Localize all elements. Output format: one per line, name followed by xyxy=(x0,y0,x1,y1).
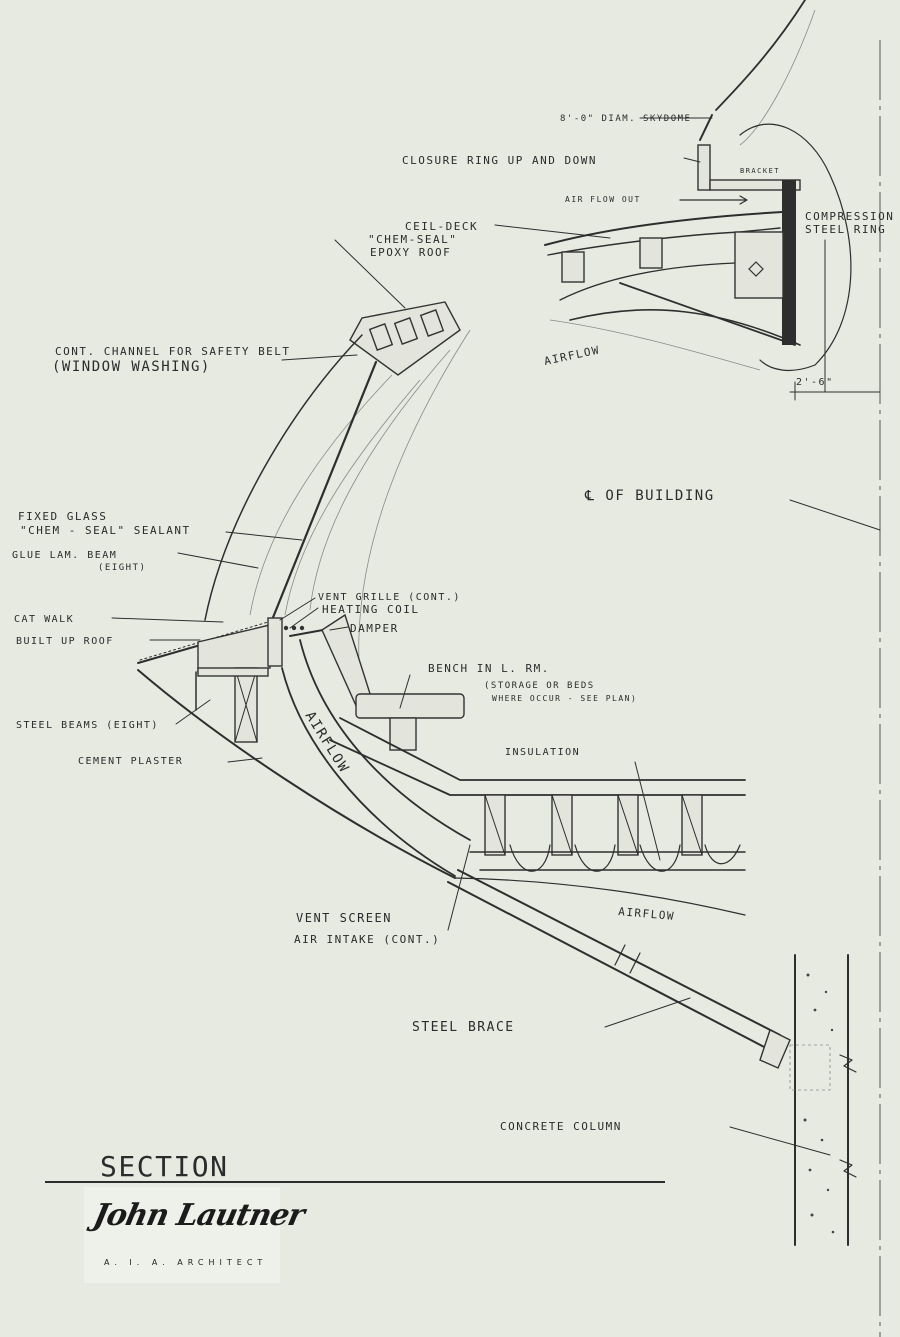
label-fixed-glass-1: FIXED GLASS xyxy=(18,510,107,523)
label-steel-brace: STEEL BRACE xyxy=(412,1020,515,1035)
label-ceil-deck: CEIL-DECK xyxy=(405,220,478,233)
label-built-up-roof: BUILT UP ROOF xyxy=(16,636,114,647)
heating-coil-dot-2 xyxy=(291,625,297,631)
duct-outer xyxy=(281,667,456,877)
label-channel-2: (WINDOW WASHING) xyxy=(52,359,211,375)
label-chem-seal-1: "CHEM-SEAL" xyxy=(368,233,457,246)
joist-3-x xyxy=(617,794,639,856)
label-steel-beams: STEEL BEAMS (EIGHT) xyxy=(16,720,159,731)
closure-ring xyxy=(697,144,711,191)
label-bench-2: (STORAGE OR BEDS xyxy=(484,681,595,691)
ceil-deck-roof xyxy=(544,211,783,246)
label-bench-3: WHERE OCCUR - SEE PLAN) xyxy=(492,694,637,703)
skydome-glass xyxy=(699,114,713,141)
label-insulation: INSULATION xyxy=(505,747,580,758)
label-fixed-glass-2: "CHEM - SEAL" SEALANT xyxy=(20,524,191,537)
label-heating-coil: HEATING COIL xyxy=(322,603,419,616)
label-vent-grille: VENT GRILLE (CONT.) xyxy=(318,592,461,603)
upper-inner-curve xyxy=(569,309,801,346)
leader-lines xyxy=(111,117,881,1156)
upper-beam-block-2 xyxy=(639,237,663,269)
cat-walk xyxy=(197,624,271,673)
insulation-batts xyxy=(509,844,741,872)
glue-lam-beam-outer xyxy=(204,334,363,621)
label-glue-lam-1: GLUE LAM. BEAM xyxy=(12,550,117,561)
soffit-cement-plaster xyxy=(137,669,456,879)
bracket xyxy=(709,179,801,191)
air-flow-out-arrow-icon xyxy=(679,195,748,205)
label-closure-ring: CLOSURE RING UP AND DOWN xyxy=(402,154,597,167)
label-bench-1: BENCH IN L. RM. xyxy=(428,662,550,675)
skydome-swing-arc xyxy=(739,123,852,372)
drawing-title: SECTION xyxy=(100,1150,229,1183)
label-channel-1: CONT. CHANNEL FOR SAFETY BELT xyxy=(55,345,291,358)
diamond-symbol-icon xyxy=(748,261,764,277)
label-concrete-column: CONCRETE COLUMN xyxy=(500,1120,622,1133)
joist-4-x xyxy=(681,794,703,856)
signature-block xyxy=(84,1187,280,1283)
steel-brace xyxy=(447,869,791,1069)
glue-lam-beam-inner-2 xyxy=(284,379,421,616)
joist-2-x xyxy=(551,794,573,856)
architect-credential: A. I. A. ARCHITECT xyxy=(104,1258,268,1267)
duct-inner xyxy=(299,639,471,841)
steel-beam-flange xyxy=(197,667,269,677)
label-airflow-top: AIRFLOW xyxy=(543,343,601,368)
label-air-flow-out: AIR FLOW OUT xyxy=(565,195,641,204)
label-vent-screen-2: AIR INTAKE (CONT.) xyxy=(294,933,440,946)
airflow-lower-arc xyxy=(454,877,746,916)
heating-coil-dot-1 xyxy=(283,625,289,631)
joist-1-x xyxy=(484,794,506,856)
dome-inner-arc xyxy=(739,9,816,146)
label-compression-1: COMPRESSION xyxy=(805,210,894,223)
heating-coil-dot-3 xyxy=(299,625,305,631)
label-dimension: 2'-6" xyxy=(796,377,834,388)
upper-diagonal xyxy=(619,282,796,346)
label-damper: DAMPER xyxy=(350,622,399,635)
fixed-glass xyxy=(270,360,378,622)
label-cat-walk: CAT WALK xyxy=(14,614,74,625)
label-centerline: ℄ OF BUILDING xyxy=(584,488,715,504)
compression-steel-ring xyxy=(782,180,796,345)
label-vent-screen-1: VENT SCREEN xyxy=(296,911,392,925)
bench-seat xyxy=(355,693,465,719)
label-glue-lam-2: (EIGHT) xyxy=(98,563,146,573)
label-airflow-diagonal: AIRFLOW xyxy=(302,709,352,776)
fascia-block xyxy=(349,301,461,376)
label-skydome: 8'-0" DIAM. SKYDOME xyxy=(560,114,691,124)
bench-support xyxy=(389,717,417,751)
airflow-arc-outer xyxy=(358,329,471,681)
label-cement-plaster: CEMENT PLASTER xyxy=(78,756,183,767)
glue-lam-beam-inner xyxy=(249,374,393,616)
vent-grille xyxy=(267,617,283,667)
label-chem-seal-2: EPOXY ROOF xyxy=(370,246,451,259)
label-bracket: BRACKET xyxy=(740,167,780,175)
dome-outer-arc xyxy=(715,0,806,111)
label-airflow-bottom: AIRFLOW xyxy=(618,905,676,923)
floor-slab-lower xyxy=(329,739,746,796)
concrete-column xyxy=(789,954,857,1246)
floor-slab-upper xyxy=(339,717,746,781)
glue-lam-beam-inner-3 xyxy=(309,349,451,611)
architect-signature: John Lautner xyxy=(90,1198,307,1233)
upper-beam-block-1 xyxy=(561,251,585,283)
upper-airflow-arc xyxy=(549,319,761,371)
steel-beam-diagonal-2 xyxy=(234,667,258,743)
label-compression-2: STEEL RING xyxy=(805,223,886,236)
